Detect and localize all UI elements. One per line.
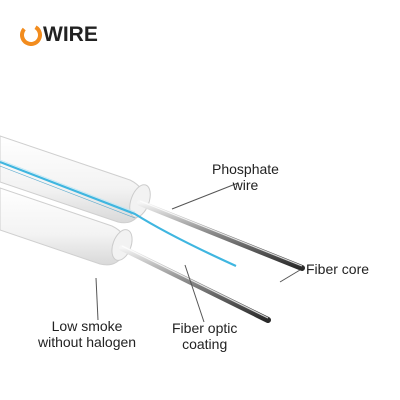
leader-low-smoke (95, 277, 99, 321)
callout-fiber-optic-coating: Fiber optic coating (172, 320, 237, 352)
callout-fiber-core-label: Fiber core (306, 261, 370, 277)
callout-fiber-optic-line2: coating (182, 336, 228, 352)
phosphate-wire (137, 200, 305, 271)
lower-wire (119, 245, 271, 323)
callout-low-smoke-line2: without halogen (38, 334, 137, 350)
brand-logo: WIRE (20, 22, 98, 48)
callout-phosphate-line2: wire (232, 177, 259, 193)
brand-name: WIRE (43, 23, 98, 46)
leader-fiber-optic (184, 264, 205, 323)
callout-fiber-core: Fiber core (306, 261, 369, 277)
callout-low-smoke-line1: Low smoke (51, 318, 123, 334)
optical-fiber (0, 159, 237, 268)
callout-low-smoke: Low smoke without halogen (38, 318, 136, 350)
leader-phosphate (171, 182, 239, 210)
leader-lines (95, 182, 301, 323)
callout-fiber-optic-line1: Fiber optic (172, 320, 238, 336)
callout-phosphate-line1: Phosphate (212, 161, 279, 177)
callout-phosphate-wire: Phosphate wire (212, 161, 279, 193)
brand-logo-mark-icon (20, 24, 42, 46)
leader-fiber-core (279, 269, 301, 283)
